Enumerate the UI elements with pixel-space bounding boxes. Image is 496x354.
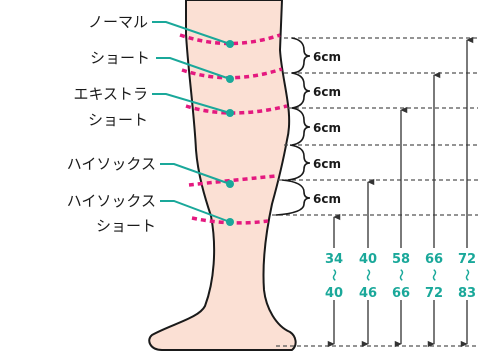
range-separator: 〜 [327, 269, 341, 281]
segment-label: 6cm [313, 157, 341, 171]
range-min: 66 [425, 252, 443, 267]
label-high-socks: ハイソックス [67, 155, 156, 173]
range-min: 58 [392, 252, 410, 267]
range-separator: 〜 [460, 269, 474, 281]
marker-dot [226, 180, 234, 188]
label-high-socks-short: ショート [96, 217, 156, 235]
range-min: 72 [458, 252, 476, 267]
range-max: 72 [425, 286, 443, 301]
label-extra: エキストラ [73, 85, 148, 103]
range-max: 83 [458, 286, 476, 301]
range-max: 66 [392, 286, 410, 301]
range-separator: 〜 [361, 269, 375, 281]
range-separator: 〜 [394, 269, 408, 281]
marker-dot [226, 109, 234, 117]
marker-dot [226, 75, 234, 83]
range-separator: 〜 [427, 269, 441, 281]
label-high-socks-2: ハイソックス [67, 192, 156, 210]
label-short: ショート [90, 49, 150, 67]
label-normal: ノーマル [88, 13, 148, 31]
range-max: 40 [325, 286, 343, 301]
range-min: 34 [325, 252, 343, 267]
range-max: 46 [359, 286, 377, 301]
range-min: 40 [359, 252, 377, 267]
segment-label: 6cm [313, 85, 341, 99]
marker-dot [226, 218, 234, 226]
segment-label: 6cm [313, 121, 341, 135]
segment-label: 6cm [313, 192, 341, 206]
segment-label: 6cm [313, 50, 341, 64]
label-extra-short-2: ショート [88, 111, 148, 129]
marker-dot [226, 40, 234, 48]
